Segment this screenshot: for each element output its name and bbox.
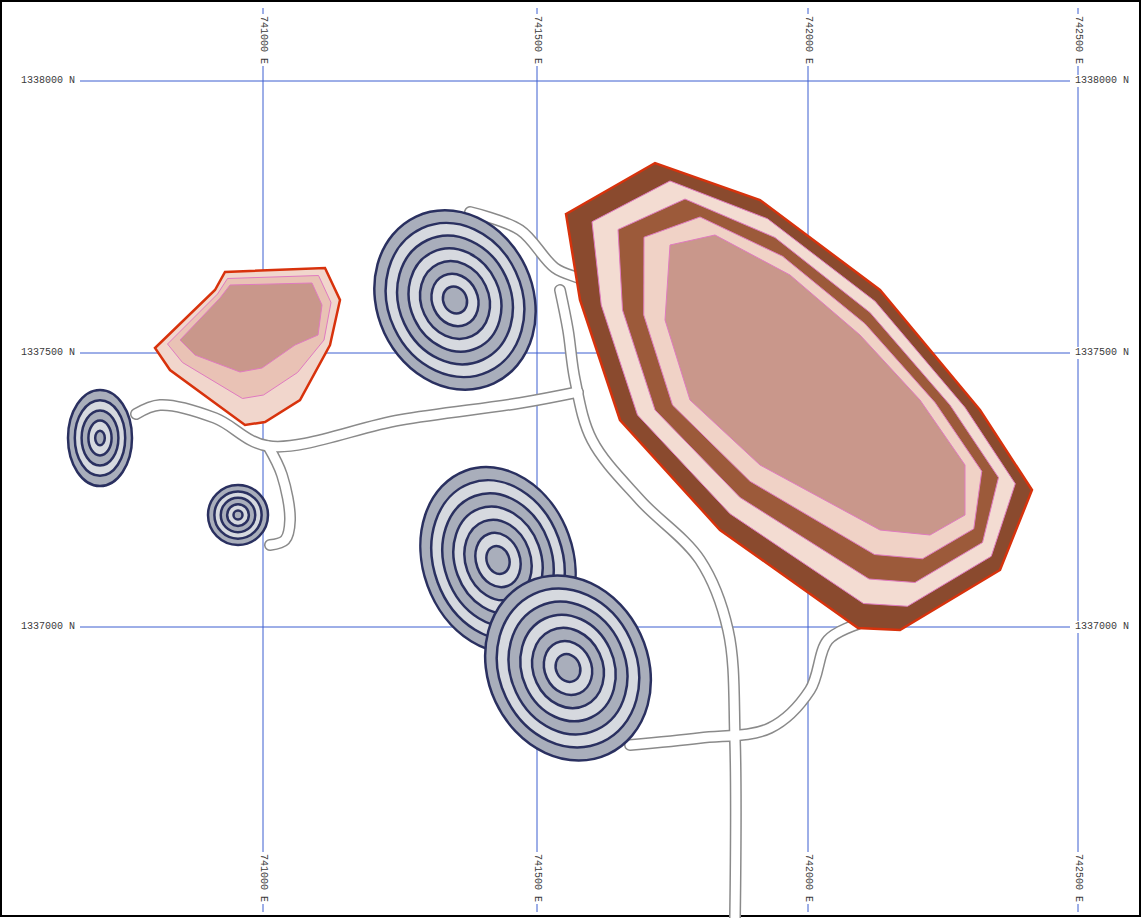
road-surface <box>268 446 290 545</box>
northing-label: 1337500 N <box>19 347 77 359</box>
dump-contour <box>361 200 549 400</box>
pit-floor <box>180 283 322 372</box>
dump-contour <box>471 565 664 771</box>
west-dump <box>68 390 132 486</box>
north-dump <box>345 184 564 417</box>
dump-contour <box>519 616 617 720</box>
dump-contour <box>95 431 105 445</box>
easting-label: 742500 E <box>1072 14 1084 66</box>
easting-label: 742000 E <box>802 852 814 904</box>
pit-bench <box>566 163 1032 630</box>
dump-contour <box>214 491 261 538</box>
easting-label: 742000 E <box>802 14 814 66</box>
pit-bench <box>592 181 1015 606</box>
road-edge <box>630 624 858 745</box>
road-surface <box>630 624 858 745</box>
dump-contour <box>551 650 585 686</box>
pit-bench <box>168 276 332 399</box>
northing-label: 1337500 N <box>1073 347 1131 359</box>
northing-label: 1337000 N <box>19 621 77 633</box>
dump-contour <box>468 526 528 593</box>
easting-line <box>263 8 264 912</box>
pit-bench <box>644 217 982 559</box>
dump-contour <box>408 250 503 351</box>
road-edge <box>136 392 578 447</box>
easting-line <box>1078 8 1079 912</box>
dump-contour <box>487 582 648 754</box>
south-dump-lower <box>455 548 680 788</box>
dump-contour <box>392 233 518 367</box>
pit-bench <box>155 268 340 425</box>
northing-label: 1338000 N <box>19 75 77 87</box>
dump-contour <box>68 390 132 486</box>
dump-contour <box>455 548 680 788</box>
dump-contour <box>503 599 633 737</box>
road-edge <box>268 446 290 545</box>
easting-label: 741500 E <box>531 852 543 904</box>
dump-contour <box>535 633 601 703</box>
coordinate-grid <box>80 8 1078 912</box>
small-dump <box>208 485 268 545</box>
dump-contour <box>483 543 514 577</box>
dump-contour <box>208 485 268 545</box>
dump-contour <box>227 504 249 526</box>
main-pit <box>566 163 1032 630</box>
easting-label: 741000 E <box>257 852 269 904</box>
dump-contour <box>439 283 472 318</box>
easting-label: 741500 E <box>531 14 543 66</box>
west-pit <box>155 268 340 425</box>
dump-contour <box>345 184 564 417</box>
pit-bench <box>618 199 999 583</box>
dump-contour <box>82 410 119 465</box>
easting-label: 741000 E <box>257 14 269 66</box>
northing-line <box>80 81 1070 82</box>
pit-floor <box>665 235 965 535</box>
northing-label: 1338000 N <box>1073 75 1131 87</box>
dump-contour <box>423 266 487 334</box>
dump-contour <box>221 498 256 533</box>
easting-line <box>537 8 538 912</box>
dump-contour <box>234 511 243 520</box>
road-surface <box>136 392 578 447</box>
dump-contour <box>376 217 533 384</box>
dump-contour <box>75 400 125 476</box>
northing-label: 1337000 N <box>1073 621 1131 633</box>
dump-contour <box>88 421 111 456</box>
easting-label: 742500 E <box>1072 852 1084 904</box>
